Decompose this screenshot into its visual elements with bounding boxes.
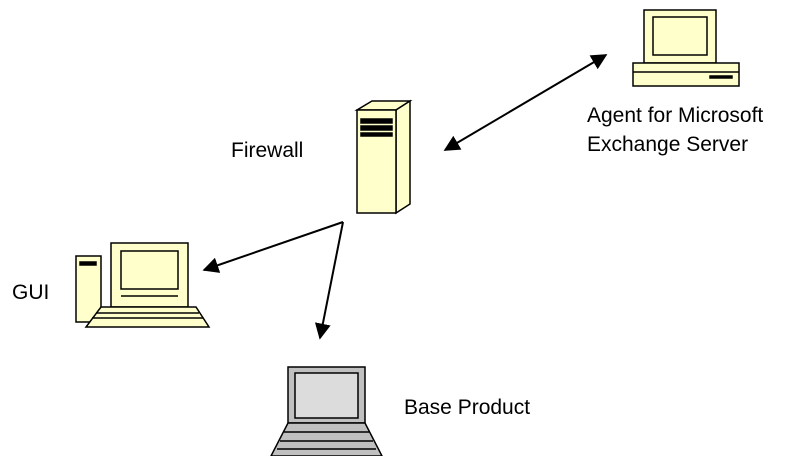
firewall-label: Firewall [231, 139, 304, 162]
laptop-icon [270, 366, 383, 456]
firewall-gui-arrow [202, 221, 344, 273]
firewall-baseproduct-arrow [314, 221, 344, 340]
desktop-computer-icon [632, 9, 740, 87]
workstation-icon [75, 242, 211, 328]
agent-label-line2: Exchange Server [587, 133, 749, 156]
firewall-agent-arrow [443, 54, 608, 151]
gui-label: GUI [12, 281, 50, 304]
agent-label-line1: Agent for Microsoft [587, 104, 764, 127]
agent-label: Agent for Microsoft Exchange Server [587, 101, 763, 159]
server-tower-icon [354, 99, 413, 215]
base-product-label: Base Product [404, 396, 531, 419]
connectors [202, 54, 608, 340]
